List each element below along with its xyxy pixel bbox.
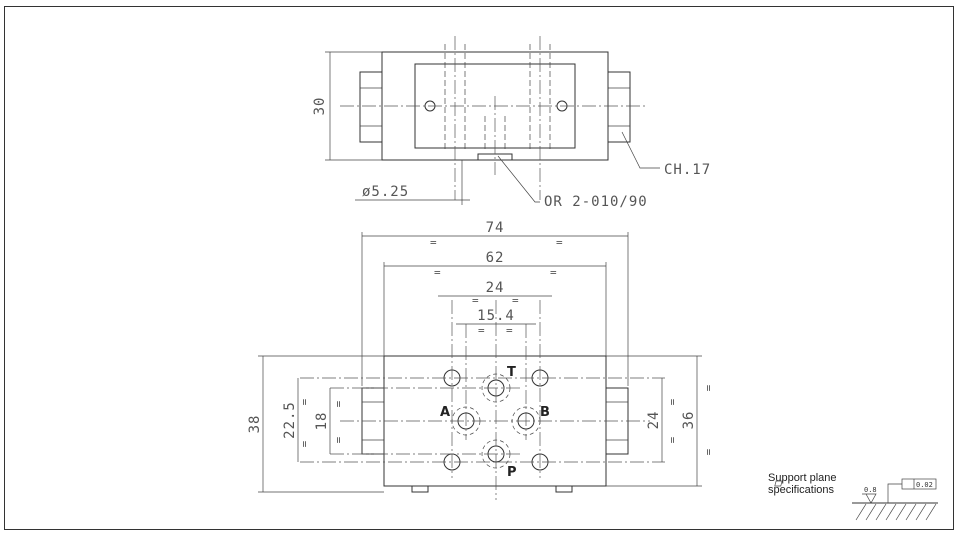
eq-mark: =: [550, 266, 557, 279]
support-plane-label: Support plane specifications: [768, 472, 837, 496]
roughness-value: 0.8: [864, 486, 877, 494]
eq-mark: =: [298, 440, 311, 447]
eq-mark: =: [506, 324, 513, 337]
eq-mark: =: [298, 398, 311, 405]
dim-24-right-label: 24: [646, 411, 662, 430]
dim-30-label: 30: [312, 97, 328, 116]
roughness-symbol: [862, 493, 877, 504]
eq-mark: =: [512, 294, 519, 307]
dim-18-label: 18: [314, 412, 330, 431]
flatness-value: 0.02: [916, 481, 933, 489]
right-hex-nut: [607, 71, 631, 143]
dim-62-label: 62: [486, 250, 505, 266]
dim-15-4-label: 15.4: [477, 308, 515, 324]
port-b-label: B: [540, 405, 550, 420]
eq-mark: =: [478, 324, 485, 337]
eq-mark: =: [332, 436, 345, 443]
eq-mark: =: [556, 236, 563, 249]
eq-mark: =: [702, 384, 715, 391]
drawing-frame: [4, 6, 954, 530]
support-plane-symbol: 0.8 0.02: [774, 478, 938, 521]
eq-mark: =: [702, 448, 715, 455]
hex-size-label: CH.17: [664, 162, 711, 178]
eq-mark: =: [472, 294, 479, 307]
top-view: 30 ø5.25 CH.17 OR 2-010/90: [312, 36, 711, 210]
dim-hole-label: ø5.25: [362, 184, 409, 200]
dim-36-label: 36: [681, 411, 697, 430]
eq-mark: =: [666, 436, 679, 443]
oring-label: OR 2-010/90: [544, 194, 648, 210]
dim-24-top-label: 24: [486, 280, 505, 296]
left-hex-nut: [359, 71, 383, 143]
eq-mark: =: [434, 266, 441, 279]
dim-38-label: 38: [247, 415, 263, 434]
port-a-label: A: [440, 405, 450, 420]
dim-74-label: 74: [486, 220, 505, 236]
front-view: T A B P 74 = = 62 = = 24 = =: [247, 220, 715, 500]
port-p-label: P: [507, 465, 517, 480]
port-t-label: T: [507, 365, 516, 380]
eq-mark: =: [666, 398, 679, 405]
eq-mark: =: [332, 400, 345, 407]
eq-mark: =: [430, 236, 437, 249]
dim-22-5-label: 22.5: [282, 401, 298, 439]
